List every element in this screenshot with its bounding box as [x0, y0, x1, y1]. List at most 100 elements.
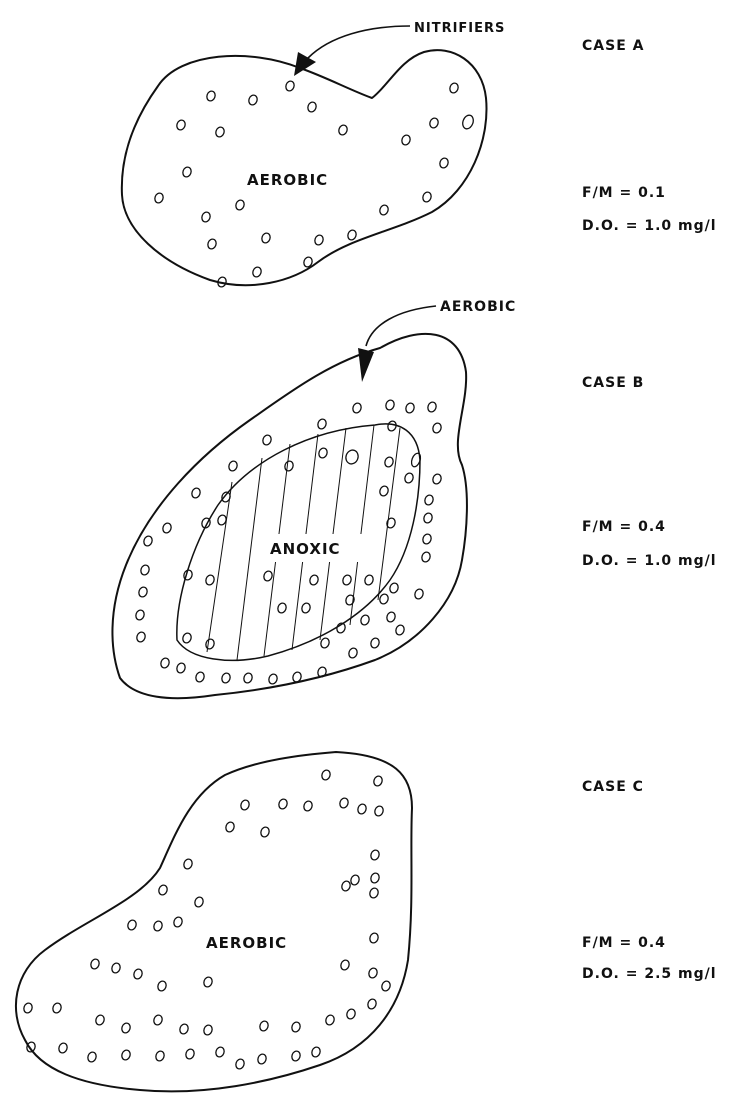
- case-a-organism: [379, 204, 390, 216]
- case-a-panel: AEROBIC NITRIFIERS CASE A F/M = 0.1 D.O.…: [122, 21, 717, 288]
- case-c-organism: [225, 821, 236, 833]
- case-c-organism: [346, 1008, 357, 1020]
- case-b-organism: [143, 535, 154, 547]
- case-c-organism: [179, 1023, 190, 1035]
- case-c-organism: [23, 1002, 34, 1014]
- case-b-organism: [277, 602, 288, 614]
- case-a-organism: [207, 238, 218, 250]
- case-a-floc-outline: [122, 50, 487, 285]
- case-b-organism: [301, 602, 312, 614]
- case-c-organism: [369, 887, 380, 899]
- case-b-organism: [317, 418, 328, 430]
- case-b-organism: [205, 638, 216, 650]
- case-c-organism: [183, 858, 194, 870]
- case-b-organism: [395, 624, 406, 636]
- case-c-organism: [350, 874, 361, 886]
- case-b-organism: [268, 673, 279, 685]
- case-a-organism: [429, 117, 440, 129]
- case-b-organism: [138, 586, 149, 598]
- case-b-organism: [352, 402, 363, 414]
- case-b-organism: [243, 672, 254, 684]
- case-a-organism: [206, 90, 217, 102]
- case-c-organism: [215, 1046, 226, 1058]
- case-a-organism: [252, 266, 263, 278]
- case-c-organism: [311, 1046, 322, 1058]
- case-c-organism: [87, 1051, 98, 1063]
- case-c-organism: [153, 1014, 164, 1026]
- case-b-organism: [379, 485, 390, 497]
- case-b-aerobic-arrowhead: [358, 348, 374, 382]
- case-a-organism: [422, 191, 433, 203]
- case-b-organism: [195, 671, 206, 683]
- case-c-organism: [194, 896, 205, 908]
- case-c-organism: [370, 872, 381, 884]
- case-c-organism: [357, 803, 368, 815]
- case-b-organism: [136, 631, 147, 643]
- case-b-organism: [422, 533, 433, 545]
- case-c-organism: [155, 1050, 166, 1062]
- case-b-organism: [135, 609, 146, 621]
- case-c-organism: [90, 958, 101, 970]
- case-c-organism: [121, 1049, 132, 1061]
- case-c-organism: [58, 1042, 69, 1054]
- case-b-organism: [336, 622, 347, 634]
- case-b-organism: [384, 456, 395, 468]
- case-c-organism: [240, 799, 251, 811]
- case-c-panel: AEROBIC CASE C F/M = 0.4 D.O. = 2.5 mg/l: [16, 752, 717, 1091]
- case-c-organism: [203, 976, 214, 988]
- case-b-organism: [162, 522, 173, 534]
- case-a-dissolved-oxygen: D.O. = 1.0 mg/l: [582, 218, 717, 234]
- case-b-organism: [387, 420, 398, 432]
- case-b-organism: [228, 460, 239, 472]
- case-b-zone-label: ANOXIC: [270, 540, 341, 558]
- case-b-organism: [221, 491, 232, 503]
- case-a-organism: [347, 229, 358, 241]
- case-b-organism: [360, 614, 371, 626]
- case-a-organism: [401, 134, 412, 146]
- case-c-zone-label: AEROBIC: [206, 934, 287, 952]
- case-c-fm-ratio: F/M = 0.4: [582, 935, 666, 951]
- case-b-panel: ANOXIC AEROBIC CASE B F/M = 0.4 D.O. = 1…: [112, 299, 716, 698]
- case-a-organism: [201, 211, 212, 223]
- case-c-organism: [374, 805, 385, 817]
- case-c-organism: [133, 968, 144, 980]
- case-a-organism: [248, 94, 259, 106]
- case-a-organism: [439, 157, 450, 169]
- case-c-organism: [321, 769, 332, 781]
- case-c-organism: [95, 1014, 106, 1026]
- case-b-organism: [182, 632, 193, 644]
- case-b-aerobic-label: AEROBIC: [440, 299, 516, 315]
- case-a-title: CASE A: [582, 38, 644, 54]
- case-a-organism: [176, 119, 187, 131]
- case-b-organism: [320, 637, 331, 649]
- case-b-fm-ratio: F/M = 0.4: [582, 519, 666, 535]
- case-a-organism: [461, 114, 475, 131]
- case-c-dissolved-oxygen: D.O. = 2.5 mg/l: [582, 966, 717, 982]
- case-b-organism: [405, 402, 416, 414]
- case-b-organism: [370, 637, 381, 649]
- case-c-floc-outline: [16, 752, 412, 1091]
- case-c-organism: [259, 1020, 270, 1032]
- case-c-organism: [153, 920, 164, 932]
- case-b-organism: [404, 472, 415, 484]
- case-a-nitrifiers-leader-line: [308, 26, 410, 58]
- case-c-organism: [121, 1022, 132, 1034]
- case-a-organism: [261, 232, 272, 244]
- case-a-organism: [235, 199, 246, 211]
- case-b-organism: [284, 460, 295, 472]
- case-a-nitrifiers-label: NITRIFIERS: [414, 21, 505, 36]
- case-c-organism: [127, 919, 138, 931]
- case-c-organism: [291, 1050, 302, 1062]
- case-c-organism: [341, 880, 352, 892]
- case-c-title: CASE C: [582, 779, 644, 795]
- case-c-organism: [339, 797, 350, 809]
- case-a-organism: [215, 126, 226, 138]
- case-b-organism: [424, 494, 435, 506]
- case-b-organism: [263, 570, 274, 582]
- case-b-organism: [379, 593, 390, 605]
- case-c-organism: [373, 775, 384, 787]
- case-b-organism: [432, 473, 443, 485]
- case-c-organism: [260, 826, 271, 838]
- case-c-organism: [291, 1021, 302, 1033]
